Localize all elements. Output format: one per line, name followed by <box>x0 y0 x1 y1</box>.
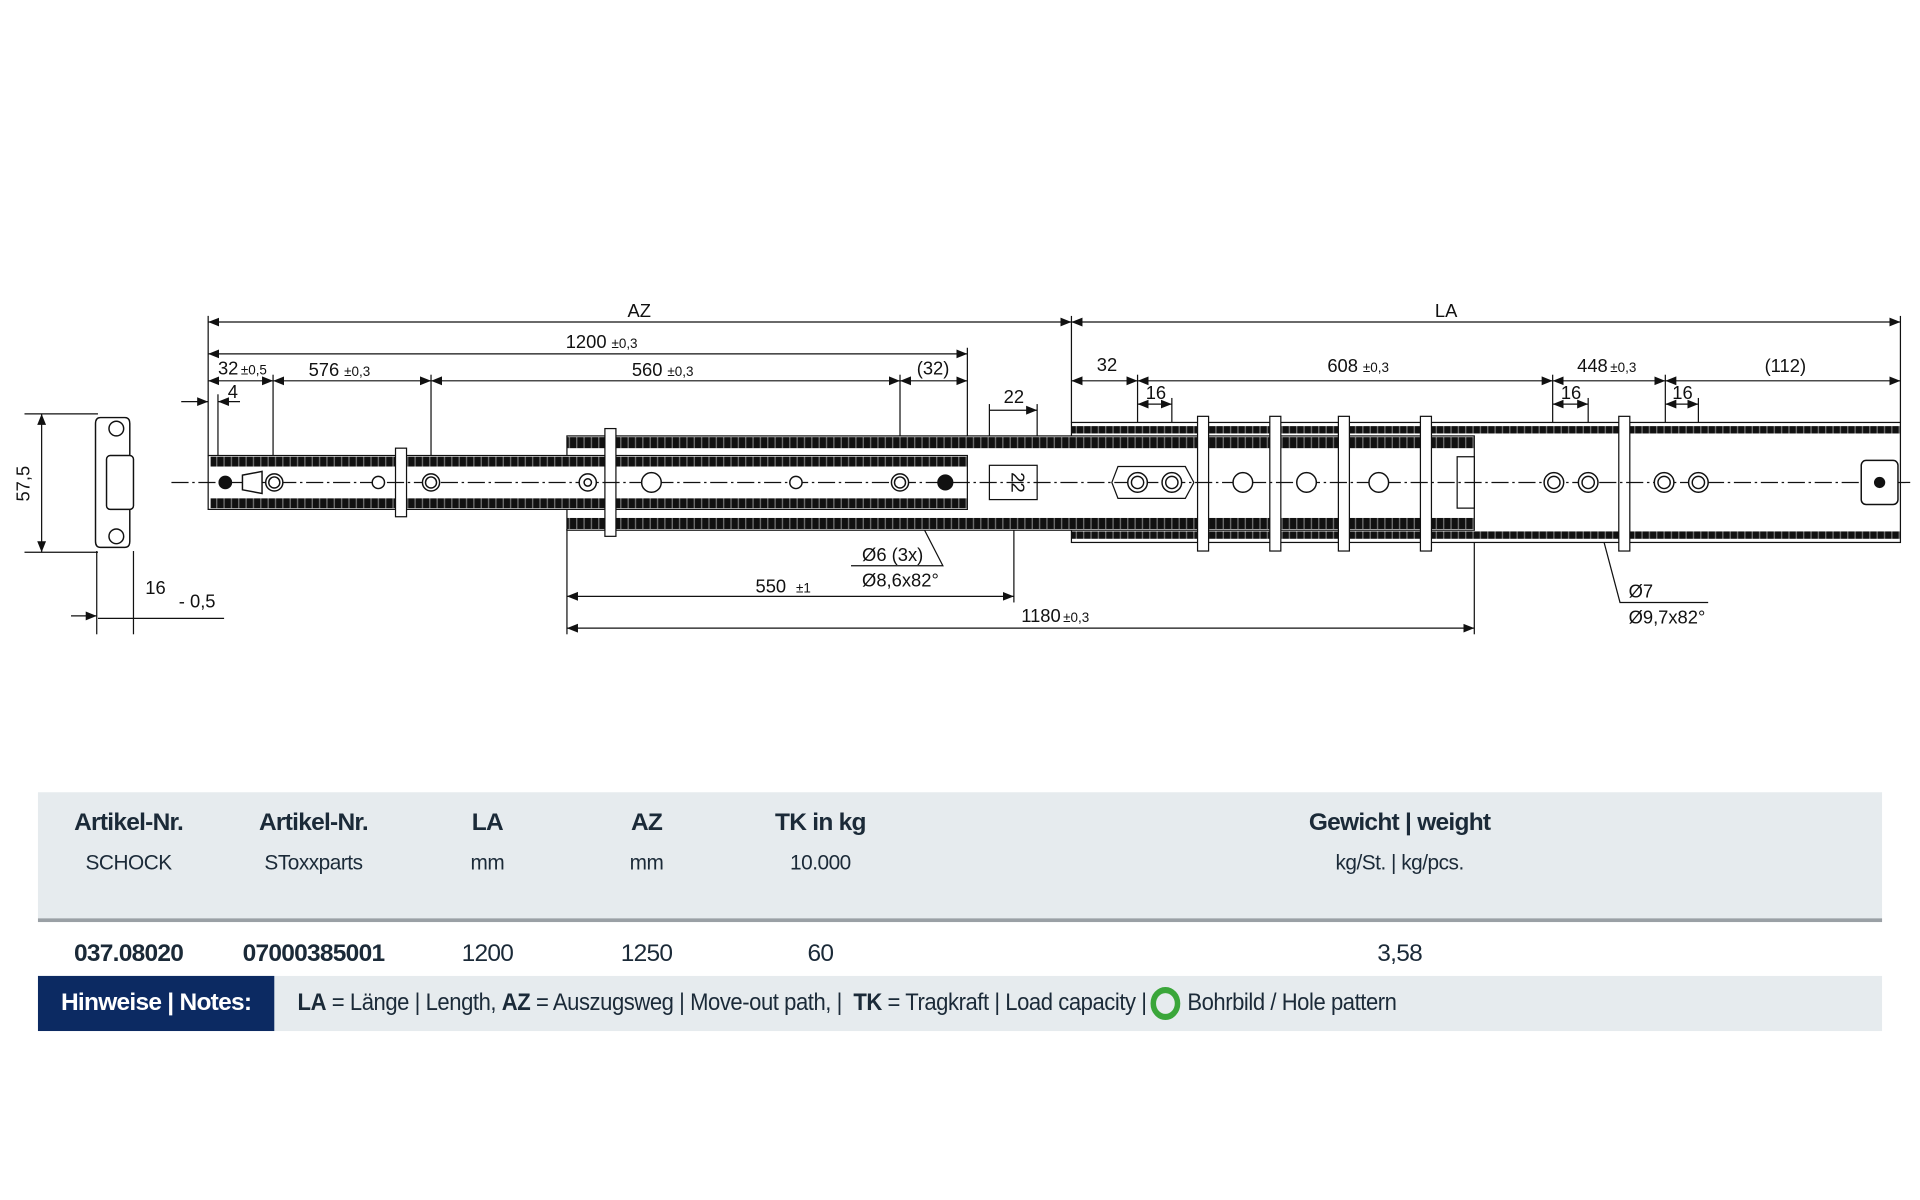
cell-schock-nr: 037.08020 <box>73 940 184 968</box>
note-hole-pattern: Bohrbild / Hole pattern <box>1187 989 1397 1017</box>
subheader-schock: SCHOCK <box>85 851 173 875</box>
subheader-stoxxparts: SToxxparts <box>264 851 363 875</box>
rail-profile-view <box>94 416 135 549</box>
note-az: = Auszugsweg | Move-out path, | <box>535 989 842 1017</box>
dimension-labels: AZ LA 1200±0,3 32±0,5 576±0,3 560±0,3 (3… <box>12 300 1806 627</box>
dim-1200: 1200±0,3 <box>566 331 638 352</box>
subheader-tk: 10.000 <box>790 851 851 875</box>
hole-spec-7: Ø7 <box>1629 581 1654 602</box>
subheader-az-unit: mm <box>629 851 664 875</box>
cell-az: 1250 <box>620 940 673 968</box>
header-tk: TK in kg <box>775 809 866 837</box>
hole-spec-8-6: Ø8,6x82° <box>862 570 939 591</box>
note-la: = Länge | Length, <box>331 989 497 1017</box>
slide-rail <box>94 415 1911 552</box>
note-az-abbr: AZ <box>501 989 531 1017</box>
cell-stoxxparts-nr: 07000385001 <box>242 940 385 968</box>
mounting-holes <box>218 459 1899 506</box>
notes-text: LA = Länge | Length, AZ = Auszugsweg | M… <box>298 976 1397 1031</box>
cell-tk: 60 <box>807 940 835 968</box>
header-artikel-schock: Artikel-Nr. <box>74 809 184 837</box>
dim-az: AZ <box>627 300 650 321</box>
header-az: AZ <box>630 809 663 837</box>
dim-16-profile: 16 <box>145 577 165 598</box>
table-row: 037.08020 07000385001 1200 1250 60 3,58 <box>38 926 1882 976</box>
dim-448: 448±0,3 <box>1577 355 1636 376</box>
hole-pattern-ring-icon <box>1150 986 1181 1021</box>
dim-608: 608±0,3 <box>1327 355 1389 376</box>
dim-la: LA <box>1435 300 1458 321</box>
dim-32-la: 32 <box>1097 354 1117 375</box>
notes-label: Hinweise | Notes: <box>37 975 275 1032</box>
header-weight: Gewicht | weight <box>1308 809 1491 837</box>
dim-minus-0-5: - 0,5 <box>179 590 216 611</box>
header-artikel-stoxxparts: Artikel-Nr. <box>258 809 369 837</box>
technical-drawing: AZ LA 1200±0,3 32±0,5 576±0,3 560±0,3 (3… <box>12 300 1911 635</box>
dim-1180: 1180±0,3 <box>1021 605 1089 626</box>
dim-57-5: 57,5 <box>12 466 33 502</box>
note-tk: = Tragkraft | Load capacity | <box>887 989 1147 1017</box>
hole-spec-9-7: Ø9,7x82° <box>1629 606 1706 627</box>
dim-32-end: (32) <box>917 358 950 379</box>
dim-22-vertical: 22 <box>1007 472 1028 492</box>
note-la-abbr: LA <box>297 989 327 1017</box>
dim-560: 560±0,3 <box>632 359 694 380</box>
cell-weight: 3,58 <box>1377 940 1422 968</box>
header-la: LA <box>471 809 504 837</box>
table-header: Artikel-Nr. SCHOCK Artikel-Nr. SToxxpart… <box>37 792 1883 923</box>
subheader-la-unit: mm <box>470 851 505 875</box>
cell-la: 1200 <box>461 940 514 968</box>
subheader-weight-unit: kg/St. | kg/pcs. <box>1335 851 1464 875</box>
dim-112: (112) <box>1765 355 1807 376</box>
dim-576: 576±0,3 <box>309 359 371 380</box>
dim-16-b: 16 <box>1561 382 1581 403</box>
dim-16-a: 16 <box>1146 382 1166 403</box>
hole-spec-6: Ø6 (3x) <box>862 544 923 565</box>
dim-4: 4 <box>228 381 238 402</box>
note-tk-abbr: TK <box>853 989 882 1017</box>
dim-16-c: 16 <box>1672 382 1692 403</box>
dim-550: 550±1 <box>756 576 811 597</box>
notes-bar: Hinweise | Notes: LA = Länge | Length, A… <box>37 975 1883 1032</box>
dim-32-start: 32±0,5 <box>218 358 267 379</box>
dim-22: 22 <box>1004 386 1024 407</box>
